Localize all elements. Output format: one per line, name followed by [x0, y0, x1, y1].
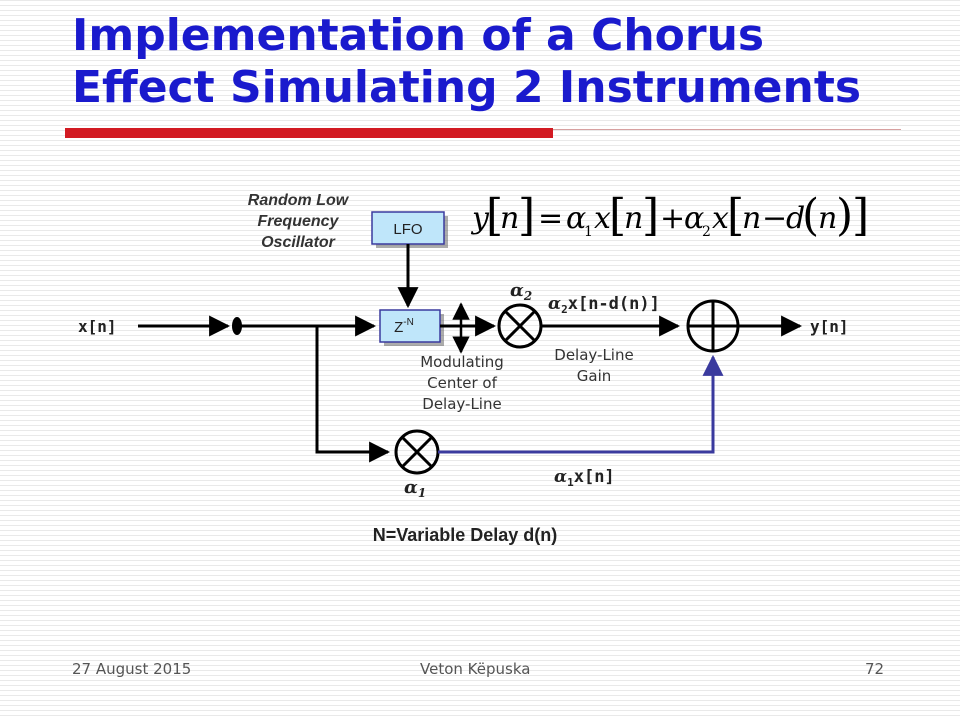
- lfo-caption-line-1: Random Low: [248, 192, 350, 209]
- alpha1-symbol: α: [404, 477, 418, 498]
- eq-alpha-2: α: [684, 201, 704, 236]
- slide-title: Implementation of a Chorus Effect Simula…: [72, 10, 932, 114]
- modulation-caption-line-3: Delay-Line: [422, 395, 501, 413]
- slide-title-line-1: Implementation of a Chorus: [72, 10, 765, 61]
- eq-bracket-1-close: ]: [642, 190, 659, 241]
- eq-sub-1: 1: [584, 224, 593, 240]
- direct-signal-label: α1x[n]: [554, 467, 615, 489]
- eq-bracket-2-close: ]: [852, 190, 869, 241]
- summing-junction: [686, 299, 740, 353]
- eq-lhs-bracket-open: [: [486, 190, 503, 241]
- delay-block: Z-N: [379, 309, 444, 346]
- delayed-signal-label: α2x[n-d(n)]: [548, 294, 660, 316]
- delay-block-z: Z: [394, 319, 403, 336]
- direct-signal-sub: 1: [567, 476, 574, 489]
- delay-block-label: Z-N: [394, 317, 414, 336]
- eq-lhs-y: y: [470, 201, 490, 236]
- eq-d-arg: n: [818, 201, 837, 236]
- eq-arg-2-n: n: [742, 201, 761, 236]
- gain-caption-line-2: Gain: [577, 367, 612, 385]
- variable-delay-note: N=Variable Delay d(n): [373, 525, 558, 545]
- lfo-caption-line-3: Oscillator: [261, 234, 336, 251]
- alpha2-label: α2: [510, 280, 532, 303]
- alpha2-subscript: 2: [523, 289, 532, 303]
- eq-paren-close: ): [836, 190, 853, 241]
- eq-sub-2: 2: [702, 224, 711, 240]
- eq-bracket-2-open: [: [727, 190, 744, 241]
- delayed-signal-sub: 2: [561, 303, 568, 316]
- eq-lhs-bracket-close: ]: [518, 190, 535, 241]
- eq-bracket-1-open: [: [609, 190, 626, 241]
- footer-date: 27 August 2015: [72, 660, 192, 678]
- lfo-block-label: LFO: [393, 221, 422, 238]
- direct-signal-text: x[n]: [574, 467, 615, 487]
- alpha2-multiplier: [497, 303, 543, 349]
- gain-caption-line-1: Delay-Line: [554, 346, 633, 364]
- slide-title-line-2: Effect Simulating 2 Instruments: [72, 62, 862, 113]
- alpha1-multiplier: [394, 429, 440, 475]
- eq-alpha-1: α: [566, 201, 586, 236]
- alpha1-subscript: 1: [418, 486, 426, 500]
- direct-signal-alpha: α: [554, 467, 567, 487]
- chorus-equation: y [ n ] = α 1 x [ n ] + α 2 x [ n − d ( …: [470, 190, 869, 241]
- alpha1-label: α1: [404, 477, 426, 500]
- modulation-caption-line-1: Modulating: [420, 353, 504, 371]
- eq-minus: −: [762, 201, 787, 236]
- eq-paren-open: (: [802, 190, 819, 241]
- direct-to-adder-line: [438, 354, 724, 454]
- eq-x-1: x: [594, 201, 611, 236]
- delay-block-exponent: -N: [403, 317, 414, 328]
- delayed-signal-alpha: α: [548, 294, 561, 314]
- input-junction-dot: [232, 317, 242, 335]
- title-underline-red: [65, 128, 553, 138]
- modulation-caption-line-2: Center of: [427, 374, 497, 392]
- lfo-caption-line-2: Frequency: [258, 213, 340, 230]
- input-label: x[n]: [78, 317, 117, 336]
- footer-author: Veton Këpuska: [420, 660, 531, 678]
- eq-d: d: [786, 201, 805, 236]
- footer-page-number: 72: [865, 660, 885, 678]
- eq-x-2: x: [712, 201, 729, 236]
- direct-path-line: [315, 326, 391, 463]
- eq-plus: +: [660, 201, 685, 236]
- eq-equals: =: [538, 201, 563, 236]
- output-label: y[n]: [810, 317, 849, 336]
- lfo-block: LFO: [371, 211, 448, 248]
- delayed-signal-text: x[n-d(n)]: [568, 294, 660, 314]
- title-underline-thin: [553, 129, 901, 130]
- alpha2-symbol: α: [510, 280, 524, 301]
- eq-lhs-n: n: [500, 201, 519, 236]
- eq-arg-1: n: [624, 201, 643, 236]
